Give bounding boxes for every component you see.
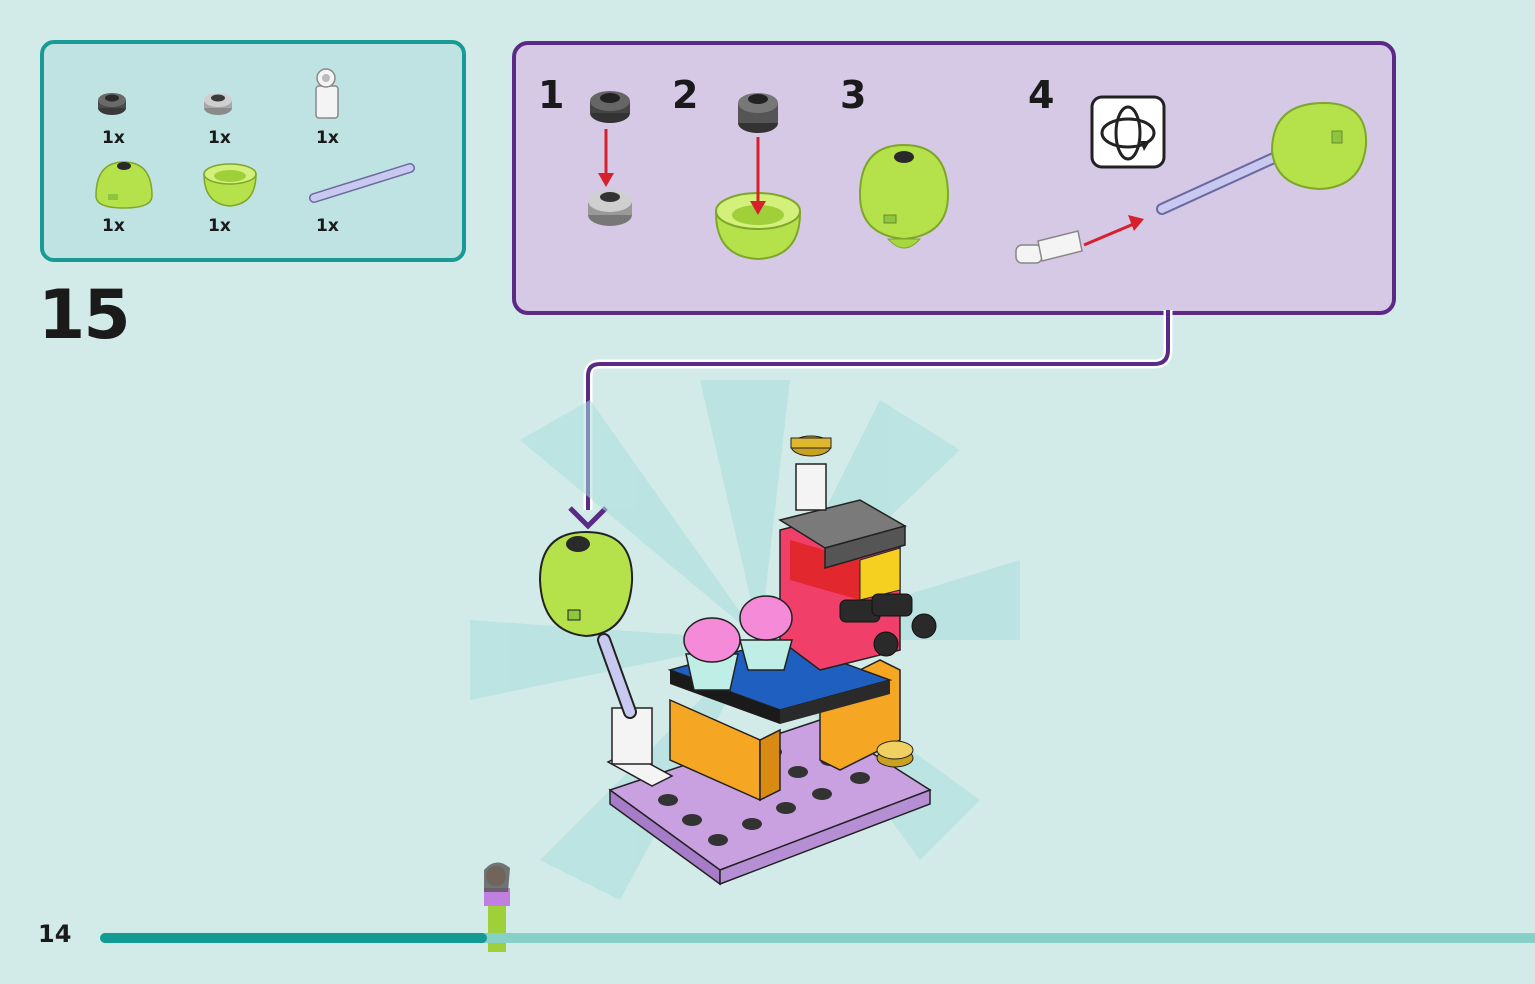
sub-step-label: 2 [672, 73, 699, 117]
rotate-model-icon [1090, 95, 1166, 169]
step-number: 15 [38, 276, 131, 355]
part-silver-round-plate: 1x [196, 84, 276, 154]
lime-bowl-icon [203, 163, 257, 207]
lime-dome-icon [95, 161, 153, 209]
part-lavender-bar: 1x [304, 156, 424, 236]
sub-step-label: 4 [1028, 73, 1055, 117]
part-dark-grey-round-plate: 1x [90, 84, 170, 154]
silver-round-plate-icon [204, 93, 232, 115]
part-quantity: 1x [316, 216, 339, 236]
sub-step-label: 1 [538, 73, 565, 117]
part-white-clip-bracket: 1x [304, 64, 384, 154]
white-clip-bracket-icon [315, 68, 339, 119]
progress-track [100, 933, 1535, 943]
sub-step-3-illustration [858, 143, 950, 249]
part-quantity: 1x [208, 128, 231, 148]
part-lime-bowl: 1x [196, 156, 276, 236]
sub-assembly-illustration [588, 91, 1368, 264]
progress-fill [100, 933, 488, 943]
part-quantity: 1x [316, 128, 339, 148]
lavender-bar-icon [309, 163, 415, 203]
part-lime-dome: 1x [90, 156, 170, 236]
sub-step-1-illustration [588, 91, 632, 226]
part-quantity: 1x [102, 216, 125, 236]
sub-step-2-illustration [714, 93, 802, 261]
parts-list-box: 1x 1x 1x 1x 1x [40, 40, 466, 262]
callout-arrow-head [568, 506, 608, 530]
sub-step-4-illustration [1015, 95, 1368, 264]
callout-connector-line [586, 310, 1170, 510]
cupcakes [683, 595, 793, 691]
sub-assembly-box: 1 2 3 4 [512, 41, 1396, 315]
part-quantity: 1x [208, 216, 231, 236]
dark-grey-round-plate-icon [98, 93, 126, 115]
part-quantity: 1x [102, 128, 125, 148]
black-knobs [839, 593, 937, 657]
page-number: 14 [38, 920, 72, 948]
lime-ball [538, 530, 634, 638]
sub-step-label: 3 [840, 73, 867, 117]
